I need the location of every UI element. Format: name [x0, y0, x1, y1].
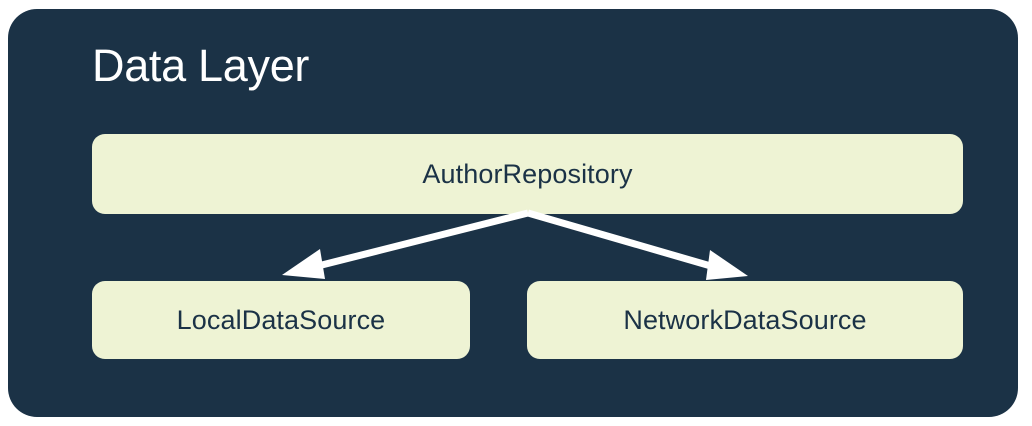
node-local-data-source-label: LocalDataSource — [176, 304, 386, 335]
node-author-repository-label: AuthorRepository — [422, 158, 633, 189]
node-network-data-source-label: NetworkDataSource — [623, 304, 867, 335]
node-network-data-source[interactable]: NetworkDataSource — [527, 281, 963, 359]
page-title: Data Layer — [92, 40, 310, 91]
node-local-data-source[interactable]: LocalDataSource — [92, 281, 470, 359]
node-author-repository[interactable]: AuthorRepository — [92, 134, 963, 214]
